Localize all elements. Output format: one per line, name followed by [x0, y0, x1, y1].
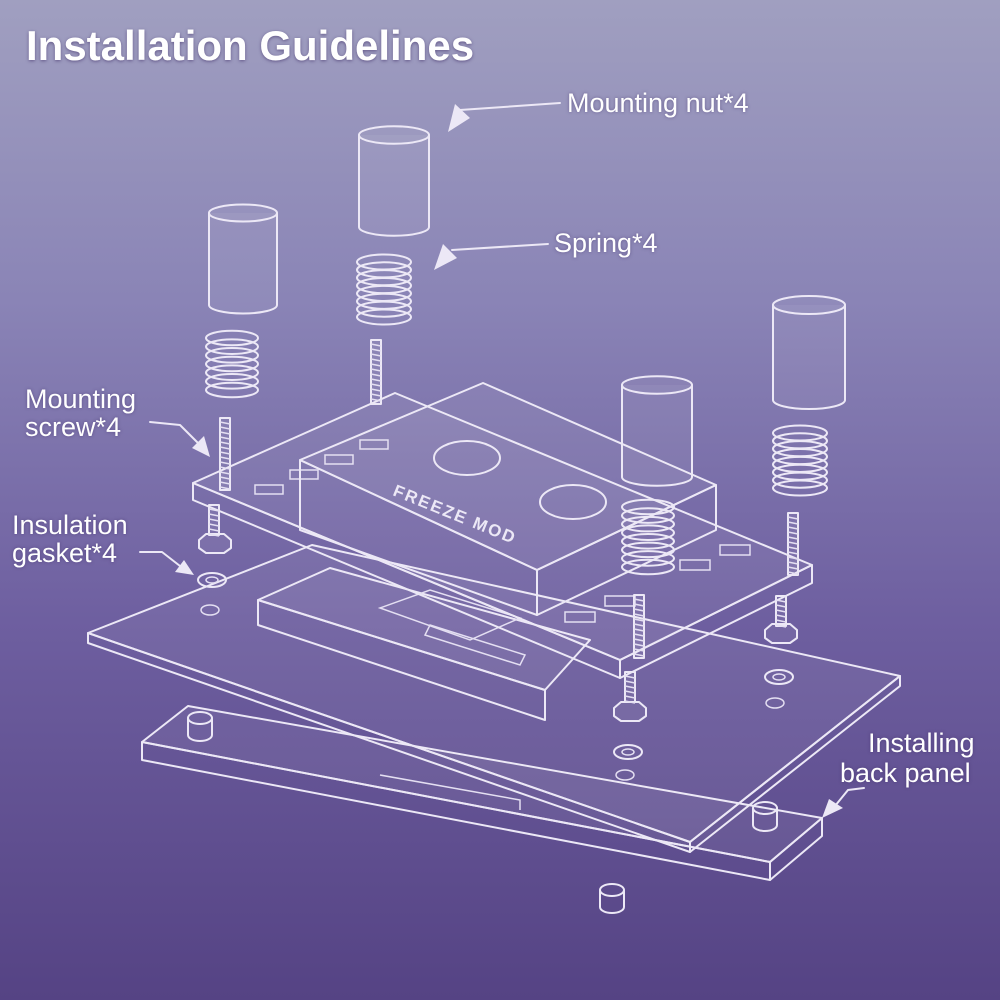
board-plate	[87, 544, 901, 853]
page-title: Installation Guidelines	[26, 22, 475, 69]
chip-module	[257, 567, 591, 721]
mounting-nut	[208, 203, 278, 315]
mounting-screw	[370, 339, 382, 405]
spring	[772, 424, 828, 497]
coldplate-frame	[192, 392, 813, 679]
mounting-screw	[633, 594, 645, 659]
standoff	[599, 883, 625, 914]
label-back-panel-line2: back panel	[840, 758, 971, 788]
label-mounting-screw-line2: screw*4	[25, 412, 122, 442]
arrow-head	[434, 244, 457, 270]
hex-nut	[613, 701, 647, 722]
arrow-back-panel	[834, 787, 865, 807]
arrow-insulation-gasket	[139, 551, 181, 567]
insulation-gasket	[197, 572, 227, 588]
insulation-gasket	[613, 744, 643, 760]
mounting-stacks	[197, 125, 846, 760]
hex-nut	[198, 533, 232, 554]
spring	[356, 253, 412, 326]
back-panel	[141, 705, 823, 914]
arrow-mounting-nut	[459, 102, 561, 111]
hex-nut	[764, 623, 798, 644]
mounting-screw	[219, 417, 231, 491]
arrow-spring	[451, 243, 549, 251]
mounting-screw	[775, 595, 787, 628]
arrow-mounting-screw	[149, 421, 201, 446]
spring	[205, 329, 259, 399]
mounting-screw	[787, 512, 799, 576]
standoff	[752, 801, 778, 832]
insulation-gasket	[764, 669, 794, 685]
arrow-head	[448, 104, 470, 132]
mounting-nut	[358, 125, 430, 237]
arrow-head	[192, 436, 210, 457]
label-insulation-gasket-line2: gasket*4	[12, 538, 118, 568]
spring	[621, 498, 675, 576]
label-spring: Spring*4	[554, 228, 658, 258]
standoff	[187, 711, 213, 742]
mounting-screw	[208, 504, 220, 537]
label-back-panel-line1: Installing	[868, 728, 975, 758]
mounting-screw	[624, 671, 636, 704]
callout-arrows	[139, 102, 865, 818]
label-mounting-nut: Mounting nut*4	[567, 88, 749, 118]
mounting-nut	[621, 375, 693, 487]
label-insulation-gasket-line1: Insulation	[12, 510, 128, 540]
label-mounting-screw-line1: Mounting	[25, 384, 137, 414]
mounting-nut	[772, 295, 846, 410]
arrow-head	[822, 799, 843, 818]
arrow-head	[175, 560, 194, 575]
